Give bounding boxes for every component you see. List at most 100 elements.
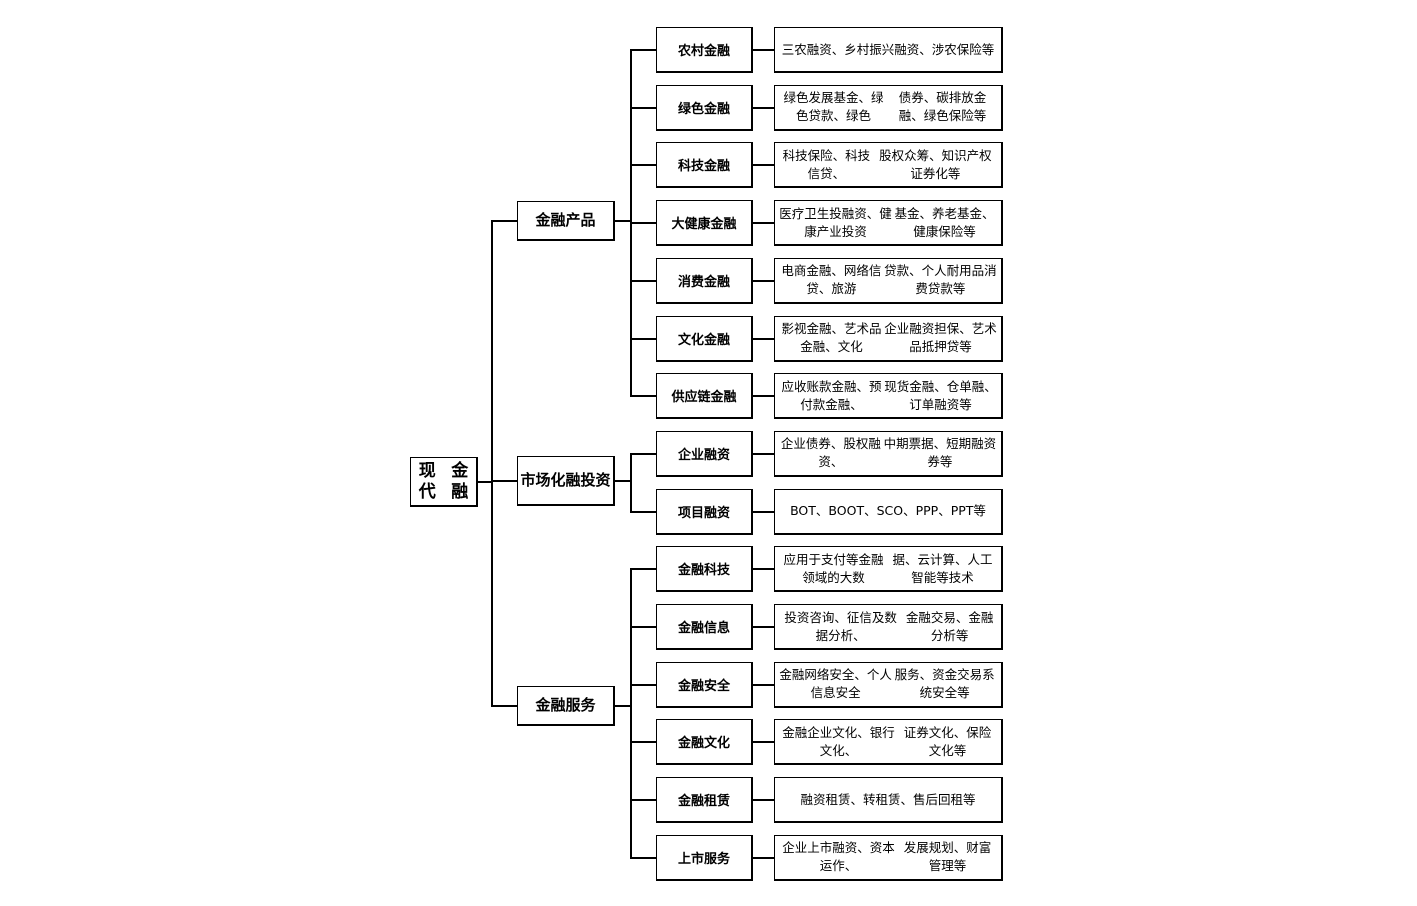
sub-node-1-1-line-1: 项目融资	[677, 505, 730, 521]
sub-node-2-0: 金融科技	[656, 546, 753, 593]
sub-node-0-5-line-1: 文化金融	[677, 332, 730, 348]
sub-node-1-0-line-1: 企业融资	[677, 447, 730, 463]
connector-branch-sub-2-2	[631, 683, 656, 686]
desc-node-2-1: 投资咨询、征信及数据分析、金融交易、金融分析等	[774, 604, 1003, 650]
desc-node-1-0-line-1: 企业债券、股权融资、	[780, 436, 881, 470]
desc-node-0-0: 三农融资、乡村振兴融资、涉农保险等	[774, 27, 1003, 73]
connector-branch-sub-2-0	[631, 568, 656, 571]
connector-trunk-cat-0	[492, 220, 517, 222]
connector-sub-desc-0-4	[753, 279, 774, 282]
desc-node-2-5: 企业上市融资、资本运作、发展规划、财富管理等	[774, 834, 1003, 881]
sub-node-0-5: 文化金融	[656, 315, 753, 362]
connector-sub-desc-0-3	[753, 222, 774, 225]
desc-node-1-1-line-1: BOT、BOOT、SCO、PPP、PPT等	[790, 503, 986, 519]
desc-node-2-1-line-2: 金融交易、金融分析等	[905, 609, 994, 643]
sub-node-0-0: 农村金融	[656, 27, 753, 73]
desc-node-2-5-line-2: 发展规划、财富管理等	[903, 840, 992, 874]
sub-node-2-4-line-1: 金融租赁	[677, 794, 730, 810]
category-node-2: 金融服务	[517, 686, 615, 726]
sub-node-2-3-line-1: 金融文化	[677, 736, 730, 752]
desc-node-0-4: 电商金融、网络信贷、旅游贷款、个人耐用品消费贷款等	[774, 257, 1003, 304]
connector-root	[478, 481, 492, 483]
desc-node-2-3: 金融企业文化、银行文化、证券文化、保险文化等	[774, 719, 1003, 766]
connector-branch-sub-1-0	[631, 452, 656, 455]
desc-node-2-4: 融资租赁、转租赁、售后回租等	[774, 777, 1003, 824]
connector-sub-desc-2-3	[753, 741, 774, 744]
connector-branch-sub-0-2	[631, 164, 656, 167]
category-node-0-line-1: 金融产品	[535, 211, 596, 229]
desc-node-0-2: 科技保险、科技信贷、股权众筹、知识产权证券化等	[774, 142, 1003, 189]
sub-node-2-2: 金融安全	[656, 661, 753, 708]
sub-node-2-3: 金融文化	[656, 719, 753, 766]
desc-node-0-3: 医疗卫生投融资、健康产业投资基金、养老基金、健康保险等	[774, 200, 1003, 247]
connector-sub-desc-2-1	[753, 626, 774, 628]
connector-branch-sub-0-5	[631, 337, 656, 340]
sub-node-0-0-line-1: 农村金融	[677, 44, 730, 59]
category-node-0: 金融产品	[517, 201, 615, 241]
connector-sub-desc-0-0	[753, 49, 774, 51]
desc-node-0-1-line-1: 绿色发展基金、绿色贷款、绿色	[783, 90, 884, 124]
sub-node-2-2-line-1: 金融安全	[677, 678, 730, 694]
desc-node-0-6-line-2: 现货金融、仓单融、订单融资等	[884, 378, 997, 412]
sub-node-2-5-line-1: 上市服务	[677, 851, 730, 867]
desc-node-2-1-line-1: 投资咨询、征信及数据分析、	[784, 609, 897, 643]
desc-node-0-2-line-2: 股权众筹、知识产权证券化等	[879, 147, 992, 181]
desc-node-2-4-line-1: 融资租赁、转租赁、	[800, 791, 913, 807]
connector-cat-branch-1	[615, 480, 631, 482]
desc-node-0-1-line-2: 债券、碳排放金融、绿色保险等	[898, 90, 987, 124]
connector-branch-vertical-1	[630, 452, 632, 513]
desc-node-0-5-line-2: 企业融资担保、艺术品抵押贷等	[884, 321, 997, 354]
sub-node-0-4: 消费金融	[656, 257, 753, 304]
desc-node-2-0-line-1: 应用于支付等金融领域的大数	[783, 551, 884, 585]
desc-node-0-1: 绿色发展基金、绿色贷款、绿色债券、碳排放金融、绿色保险等	[774, 84, 1003, 131]
sub-node-1-0: 企业融资	[656, 430, 753, 477]
connector-branch-sub-0-3	[631, 222, 656, 225]
category-node-1: 市场化融投资	[517, 456, 615, 506]
sub-node-0-1: 绿色金融	[656, 84, 753, 131]
connector-branch-vertical-0	[630, 49, 632, 398]
root-node-line-1: 现代	[418, 460, 436, 502]
sub-node-1-1: 项目融资	[656, 488, 753, 535]
connector-sub-desc-2-4	[753, 799, 774, 802]
category-node-2-line-1: 金融服务	[535, 696, 596, 714]
connector-branch-sub-0-0	[631, 49, 656, 51]
connector-branch-sub-1-1	[631, 510, 656, 513]
desc-node-1-0-line-2: 中期票据、短期融资券等	[883, 436, 997, 470]
connector-branch-vertical-2	[630, 568, 632, 859]
connector-branch-sub-2-3	[631, 741, 656, 744]
desc-node-2-3-line-2: 证券文化、保险文化等	[903, 724, 992, 758]
desc-node-0-5: 影视金融、艺术品金融、文化企业融资担保、艺术品抵押贷等	[774, 315, 1003, 362]
connector-cat-branch-0	[615, 220, 631, 222]
desc-node-0-0-line-1: 三农融资、乡村振兴融资、	[781, 41, 932, 57]
root-node: 现代金融	[410, 457, 478, 507]
category-node-1-line-2: 投资	[580, 471, 611, 489]
connector-sub-desc-2-5	[753, 856, 774, 859]
desc-node-0-0-line-2: 涉农保险等	[931, 41, 995, 57]
sub-node-2-1-line-1: 金融信息	[677, 621, 730, 636]
connector-sub-desc-2-2	[753, 683, 774, 686]
desc-node-0-3-line-1: 医疗卫生投融资、健康产业投资	[779, 205, 892, 239]
sub-node-0-6: 供应链金融	[656, 373, 753, 420]
desc-node-2-3-line-1: 金融企业文化、银行文化、	[782, 724, 895, 758]
desc-node-0-3-line-2: 基金、养老基金、健康保险等	[894, 205, 995, 239]
sub-node-0-3: 大健康金融	[656, 200, 753, 247]
sub-node-0-6-line-1: 供应链金融	[671, 390, 737, 406]
connector-trunk-cat-2	[492, 705, 517, 707]
connector-sub-desc-1-0	[753, 452, 774, 455]
connector-branch-sub-2-5	[631, 856, 656, 859]
sub-node-0-2: 科技金融	[656, 142, 753, 189]
connector-branch-sub-0-1	[631, 106, 656, 109]
connector-branch-sub-2-4	[631, 799, 656, 802]
connector-sub-desc-0-1	[753, 106, 774, 109]
desc-node-2-0: 应用于支付等金融领域的大数据、云计算、人工智能等技术	[774, 546, 1003, 593]
root-node-line-2: 金融	[451, 460, 469, 502]
connector-cat-branch-2	[615, 705, 631, 707]
sub-node-2-1: 金融信息	[656, 604, 753, 650]
connector-sub-desc-1-1	[753, 510, 774, 513]
connector-trunk-vertical	[491, 220, 493, 707]
desc-node-0-4-line-1: 电商金融、网络信贷、旅游	[781, 263, 882, 297]
connector-branch-sub-0-4	[631, 279, 656, 282]
connector-branch-sub-2-1	[631, 626, 656, 628]
sub-node-0-4-line-1: 消费金融	[677, 274, 730, 290]
